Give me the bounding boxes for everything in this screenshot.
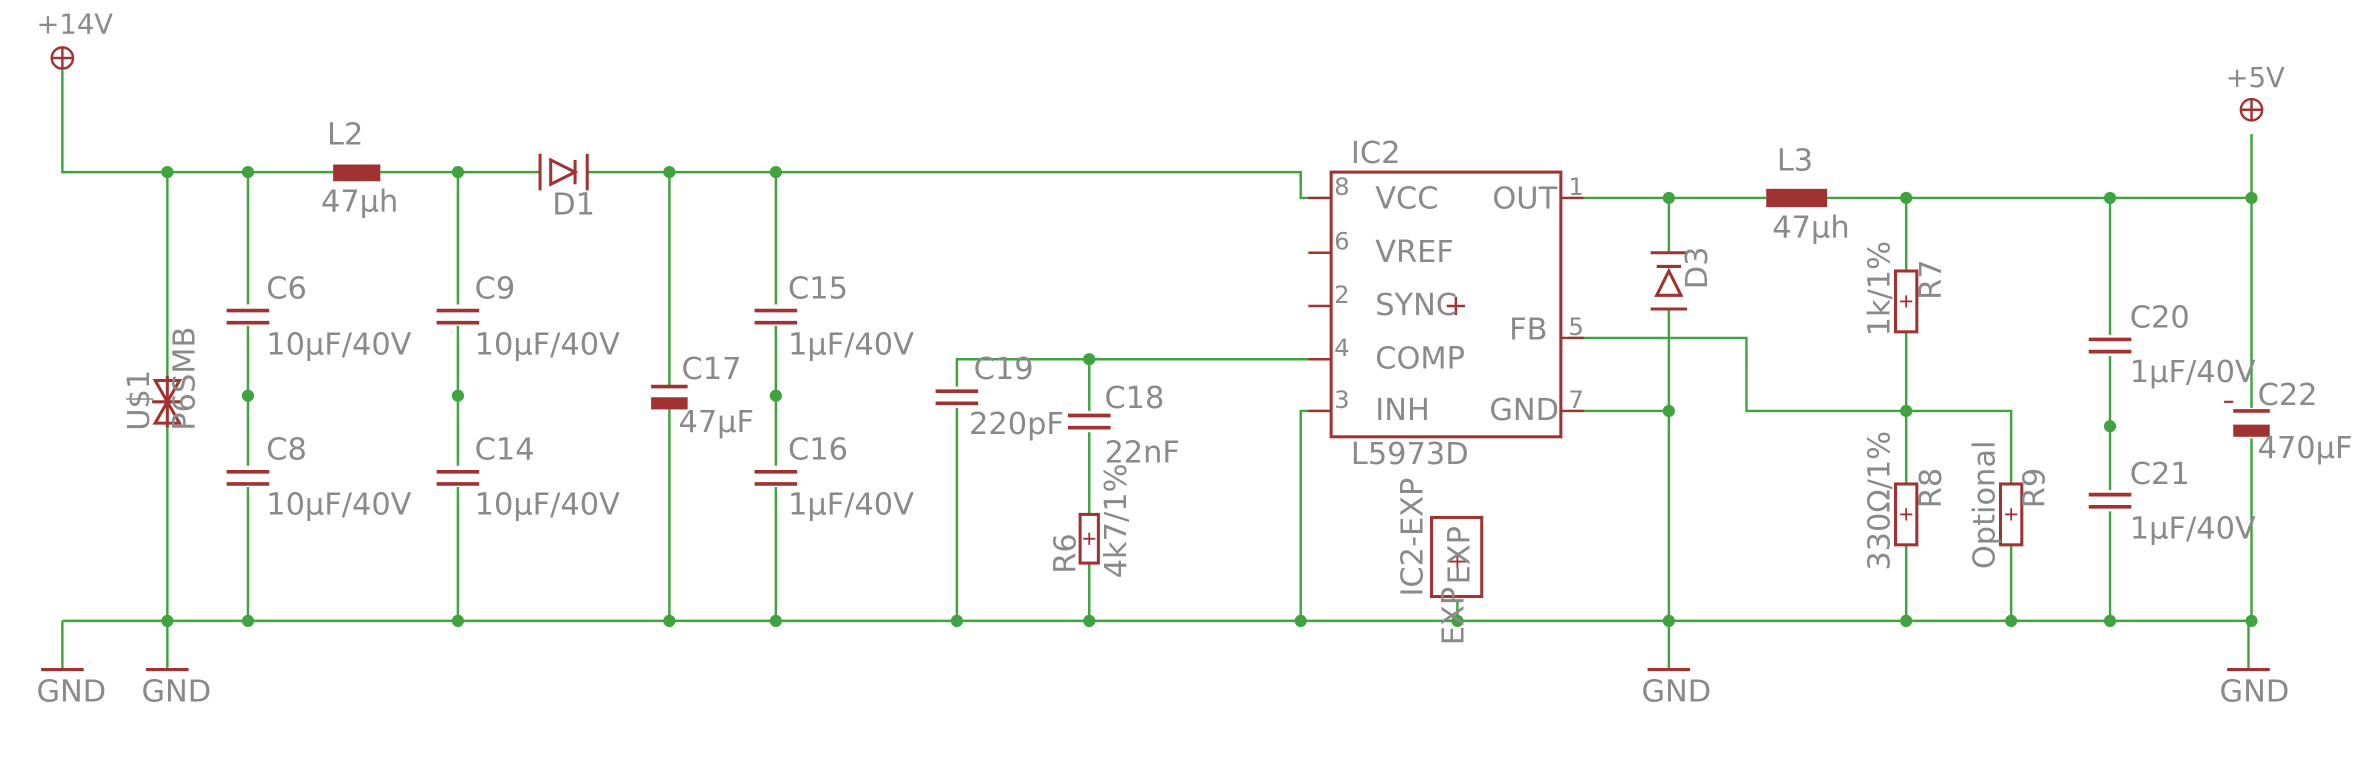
pin-name-comp: COMP <box>1375 341 1465 376</box>
junctions <box>161 166 2258 627</box>
supply-in-label: +14V <box>37 10 114 41</box>
pin-num-5: 5 <box>1568 312 1583 341</box>
u1-value: P6SMB <box>168 327 203 431</box>
diode-d3 <box>1650 251 1688 311</box>
caps-left <box>226 308 798 486</box>
pin-num-4: 4 <box>1334 333 1349 362</box>
r7-name: R7 <box>1914 259 1949 299</box>
pin-name-fb: FB <box>1509 312 1547 347</box>
c22-value: 470µF <box>2258 431 2353 466</box>
ic2-value: L5973D <box>1351 437 1469 472</box>
pin-name-out: OUT <box>1492 182 1557 217</box>
feedback-resistors <box>1894 269 2024 547</box>
d3-name: D3 <box>1680 246 1715 289</box>
l2-name: L2 <box>327 118 363 153</box>
c16-name: C16 <box>788 433 848 468</box>
c18-name: C18 <box>1104 381 1164 416</box>
pin-name-inh: INH <box>1375 393 1430 428</box>
c21-name: C21 <box>2130 457 2190 492</box>
ic2-name: IC2 <box>1351 136 1401 171</box>
supply-out-label: +5V <box>2226 63 2285 94</box>
wires <box>61 70 2253 670</box>
l2-value: 47µh <box>321 185 398 220</box>
tvs-diode-u1 <box>152 375 183 428</box>
supply-out: +5V <box>2226 63 2285 122</box>
u1-name: U$1 <box>122 370 157 431</box>
r9-name: R9 <box>2018 468 2053 508</box>
supply-in: +14V <box>37 10 114 70</box>
ic2exp-pin: EXP <box>1443 526 1478 584</box>
pin-num-7: 7 <box>1568 385 1583 414</box>
resistor-r6 <box>1078 512 1100 565</box>
c8-name: C8 <box>266 433 307 468</box>
c20-name: C20 <box>2130 300 2190 335</box>
c6-name: C6 <box>266 271 307 306</box>
c18-value: 22nF <box>1104 436 1179 471</box>
c6-value: 10µF/40V <box>266 328 411 363</box>
caps-right <box>2088 337 2132 509</box>
capacitor-c22 <box>2224 400 2270 437</box>
c17-name: C17 <box>682 352 742 387</box>
pin-name-vcc: VCC <box>1375 182 1438 217</box>
c22-name: C22 <box>2258 378 2318 413</box>
c19-name: C19 <box>974 352 1034 387</box>
r9-value: Optional <box>1967 441 2002 570</box>
r8-name: R8 <box>1914 468 1949 508</box>
c16-value: 1µF/40V <box>788 487 914 522</box>
pin-name-gnd: GND <box>1489 393 1559 428</box>
pin-num-8: 8 <box>1334 172 1349 201</box>
c9-name: C9 <box>475 271 516 306</box>
c21-value: 1µF/40V <box>2130 512 2256 547</box>
r6-name: R6 <box>1049 533 1084 573</box>
l3-value: 47µh <box>1772 211 1849 246</box>
d1-name: D1 <box>552 188 595 223</box>
c8-value: 10µF/40V <box>266 487 411 522</box>
inductor-l2 <box>333 164 381 182</box>
gnd-label-3: GND <box>1641 675 1711 710</box>
comp-network <box>935 389 1111 430</box>
c19-value: 220pF <box>969 407 1064 442</box>
c14-value: 10µF/40V <box>475 487 620 522</box>
ic2exp-name: IC2-EXP <box>1395 478 1430 597</box>
pin-num-6: 6 <box>1334 227 1349 256</box>
c20-value: 1µF/40V <box>2130 355 2256 390</box>
ic2-l5973d <box>1308 170 1584 439</box>
pin-name-sync: SYNC <box>1375 288 1457 323</box>
c9-value: 10µF/40V <box>475 328 620 363</box>
l3-name: L3 <box>1777 144 1813 179</box>
c17-value: 47µF <box>678 405 754 440</box>
c15-name: C15 <box>788 271 848 306</box>
pin-name-vref: VREF <box>1375 235 1454 270</box>
gnd-label-1: GND <box>37 675 107 710</box>
c15-value: 1µF/40V <box>788 328 914 363</box>
r8-value: 330Ω/1% <box>1862 431 1897 571</box>
gnd-label-4: GND <box>2220 675 2290 710</box>
pin-num-3: 3 <box>1334 385 1349 414</box>
r6-value: 4k7/1% <box>1099 464 1134 579</box>
inductor-l3 <box>1766 188 1828 208</box>
ic2-exp-pad <box>1430 515 1484 599</box>
r7-value: 1k/1% <box>1862 241 1897 336</box>
ic2exp-pin-ext: EXP <box>1436 587 1471 645</box>
diode-d1 <box>538 153 589 191</box>
capacitor-c17 <box>651 384 688 410</box>
gnd-label-2: GND <box>141 675 211 710</box>
pin-num-1: 1 <box>1568 172 1583 201</box>
c14-name: C14 <box>475 433 535 468</box>
pin-num-2: 2 <box>1334 280 1349 309</box>
